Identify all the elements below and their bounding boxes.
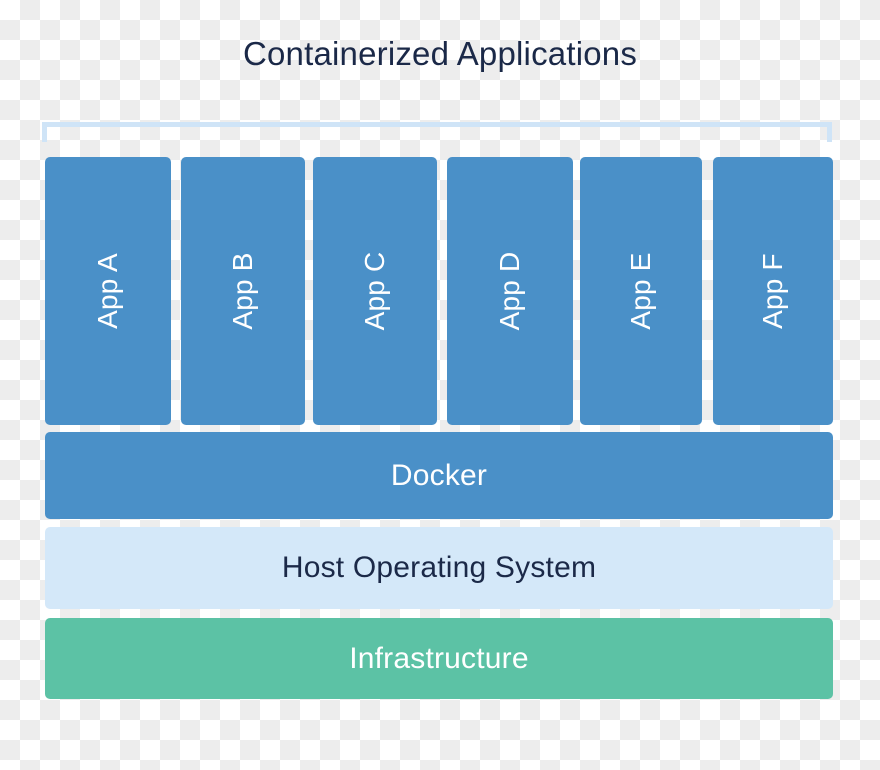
app-container-c[interactable]: App C — [313, 157, 437, 425]
app-container-label: App A — [92, 253, 123, 329]
layer-host-operating-system[interactable]: Host Operating System — [45, 527, 833, 609]
containerized-applications-bracket — [42, 122, 832, 142]
layer-infrastructure[interactable]: Infrastructure — [45, 618, 833, 699]
app-container-e[interactable]: App E — [580, 157, 702, 425]
app-container-d[interactable]: App D — [447, 157, 573, 425]
app-container-f[interactable]: App F — [713, 157, 833, 425]
app-container-label: App B — [227, 252, 258, 330]
page-title: Containerized Applications — [242, 35, 638, 72]
layer-docker[interactable]: Docker — [45, 432, 833, 519]
app-container-label: App F — [757, 253, 788, 329]
app-container-label: App E — [625, 252, 656, 330]
app-container-b[interactable]: App B — [181, 157, 305, 425]
app-container-a[interactable]: App A — [45, 157, 171, 425]
app-container-label: App D — [494, 251, 525, 331]
app-container-label: App C — [359, 251, 390, 331]
app-containers-row: App A App B App C App D App E App F — [45, 157, 833, 425]
